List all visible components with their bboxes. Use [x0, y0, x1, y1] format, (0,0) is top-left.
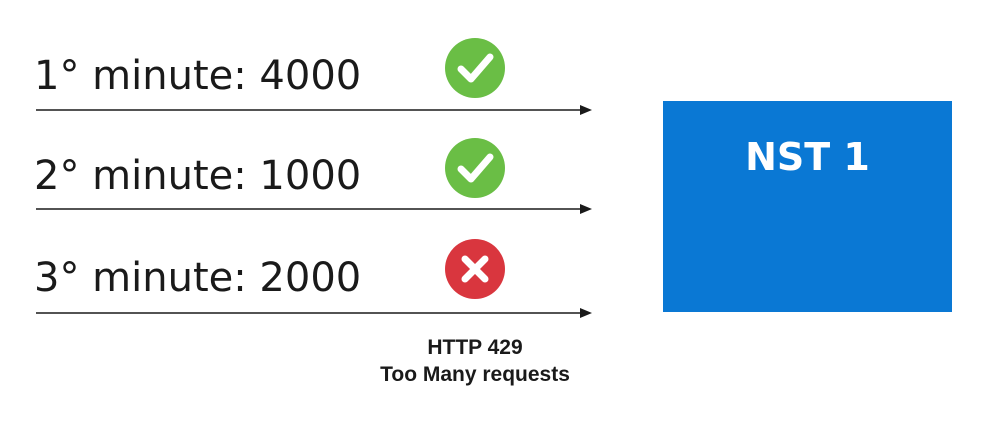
x-circle-icon	[445, 239, 505, 299]
request-arrow-3	[36, 308, 592, 318]
request-label-minute-3: 3° minute: 2000	[34, 255, 362, 301]
nst-target-box: NST 1	[663, 101, 952, 312]
error-message-text: Too Many requests	[380, 363, 570, 386]
request-arrow-2	[36, 204, 592, 214]
check-circle-icon	[445, 38, 505, 98]
request-arrow-1	[36, 105, 592, 115]
request-label-minute-2: 2° minute: 1000	[34, 153, 362, 199]
nst-target-label: NST 1	[745, 135, 870, 179]
request-label-minute-1: 1° minute: 4000	[34, 53, 362, 99]
check-circle-icon	[445, 138, 505, 198]
error-code-text: HTTP 429	[427, 336, 523, 359]
